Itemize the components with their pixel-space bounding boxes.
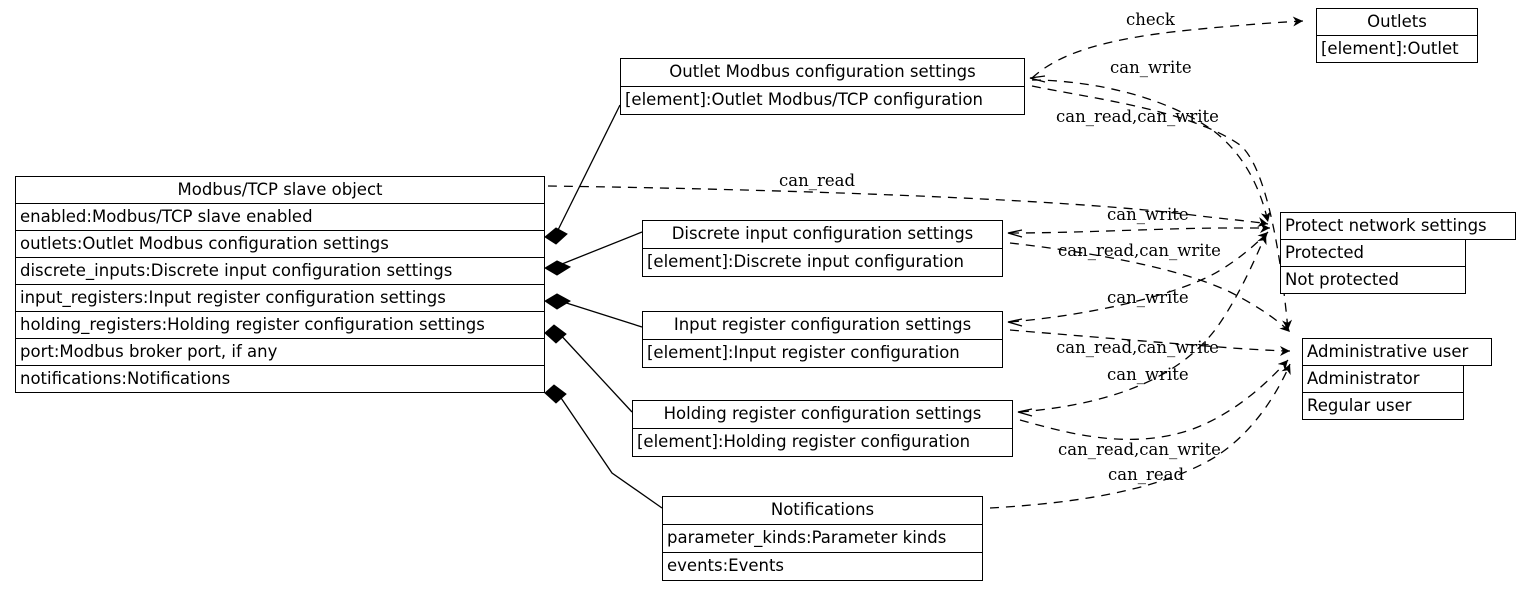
composition-diamond-discrete-inputs [544, 260, 572, 276]
edge-label-can-write-holding-register: can_write [1107, 365, 1189, 384]
edge-label-can-read-main-object: can_read [779, 171, 856, 190]
edge-label-can-write-outlets-protect: can_write [1110, 58, 1192, 77]
class-attribute-enabled: enabled:Modbus/TCP slave enabled [15, 203, 545, 231]
composition-diamond-holding-registers [544, 324, 567, 344]
edge-label-can-write-input-register: can_write [1107, 288, 1189, 307]
class-title-discrete-input-configuration-settings: Discrete input configuration settings [642, 220, 1003, 249]
class-attribute-discrete-inputs: discrete_inputs:Discrete input configura… [15, 257, 545, 285]
class-box-administrative-user[interactable]: Administrative user Administrator Regula… [1302, 338, 1492, 420]
dependency-edge-can-read-notifications [989, 363, 1291, 509]
back-stub-outlet-modbus [1029, 75, 1046, 83]
class-attribute-parameter-kinds: parameter_kinds:Parameter kinds [662, 524, 983, 553]
back-stub-holding-register [1017, 408, 1033, 417]
dependency-edge-can-write-discrete [1009, 223, 1270, 234]
back-stub-discrete-input [1007, 229, 1023, 238]
back-stub-input-register [1007, 318, 1023, 327]
class-attribute-holding-registers: holding_registers:Holding register confi… [15, 311, 545, 339]
class-title-administrative-user: Administrative user [1302, 338, 1492, 366]
composition-edge-holding-registers [556, 330, 633, 413]
edge-label-can-read-can-write-holding-register: can_read,can_write [1058, 440, 1221, 459]
class-attribute-port: port:Modbus broker port, if any [15, 338, 545, 366]
dependency-edge-can-write-holding-register [1019, 233, 1267, 413]
edge-label-can-read-can-write-discrete: can_read,can_write [1058, 241, 1221, 260]
class-title-notifications: Notifications [662, 496, 983, 525]
class-title-outlets: Outlets [1316, 8, 1478, 36]
edge-label-can-read-notifications: can_read [1108, 465, 1185, 484]
class-attribute-administrator: Administrator [1302, 365, 1464, 393]
class-title-modbus-slave-object: Modbus/TCP slave object [15, 176, 545, 204]
class-attribute-protected: Protected [1280, 239, 1466, 267]
class-attribute-outlets: outlets:Outlet Modbus configuration sett… [15, 230, 545, 258]
composition-edge-input-registers [556, 299, 643, 328]
dependency-back-stubs [1007, 75, 1046, 417]
class-box-notifications[interactable]: Notifications parameter_kinds:Parameter … [662, 496, 983, 581]
composition-edge-outlets [556, 104, 621, 233]
edge-label-can-read-can-write-outlets: can_read,can_write [1056, 107, 1219, 126]
class-box-discrete-input-configuration-settings[interactable]: Discrete input configuration settings [e… [642, 220, 1003, 277]
class-title-protect-network-settings: Protect network settings [1280, 212, 1516, 240]
composition-diamond-notifications [544, 384, 567, 404]
edge-label-check: check [1126, 10, 1175, 29]
class-box-outlets[interactable]: Outlets [element]:Outlet [1316, 8, 1478, 63]
class-title-input-register-configuration-settings: Input register configuration settings [642, 311, 1003, 340]
class-attribute-input-registers: input_registers:Input register configura… [15, 284, 545, 312]
class-attribute-regular-user: Regular user [1302, 392, 1464, 420]
class-box-outlet-modbus-configuration-settings[interactable]: Outlet Modbus configuration settings [el… [620, 58, 1025, 115]
class-box-input-register-configuration-settings[interactable]: Input register configuration settings [e… [642, 311, 1003, 368]
dependency-edge-can-write-outlets-protect [1031, 79, 1271, 223]
composition-diamond-input-registers [544, 293, 572, 310]
composition-diamonds [544, 227, 572, 404]
class-title-outlet-modbus-configuration-settings: Outlet Modbus configuration settings [620, 58, 1025, 87]
class-attribute-holding-register-element: [element]:Holding register configuration [632, 428, 1013, 457]
composition-edge-discrete-inputs [556, 231, 643, 267]
class-attribute-outlet-modbus-element: [element]:Outlet Modbus/TCP configuratio… [620, 86, 1025, 115]
class-box-holding-register-configuration-settings[interactable]: Holding register configuration settings … [632, 400, 1013, 457]
class-box-modbus-slave-object[interactable]: Modbus/TCP slave object enabled:Modbus/T… [15, 176, 545, 393]
class-attribute-events: events:Events [662, 552, 983, 581]
edge-label-can-write-discrete: can_write [1107, 205, 1189, 224]
edge-label-can-read-can-write-input-register: can_read,can_write [1056, 338, 1219, 357]
class-box-protect-network-settings[interactable]: Protect network settings Protected Not p… [1280, 212, 1516, 294]
class-title-holding-register-configuration-settings: Holding register configuration settings [632, 400, 1013, 429]
class-attribute-discrete-input-element: [element]:Discrete input configuration [642, 248, 1003, 277]
class-attribute-not-protected: Not protected [1280, 266, 1466, 294]
class-attribute-outlets-element: [element]:Outlet [1316, 35, 1478, 63]
class-attribute-notifications: notifications:Notifications [15, 365, 545, 393]
class-attribute-input-register-element: [element]:Input register configuration [642, 339, 1003, 368]
composition-diamond-outlets [544, 227, 568, 245]
